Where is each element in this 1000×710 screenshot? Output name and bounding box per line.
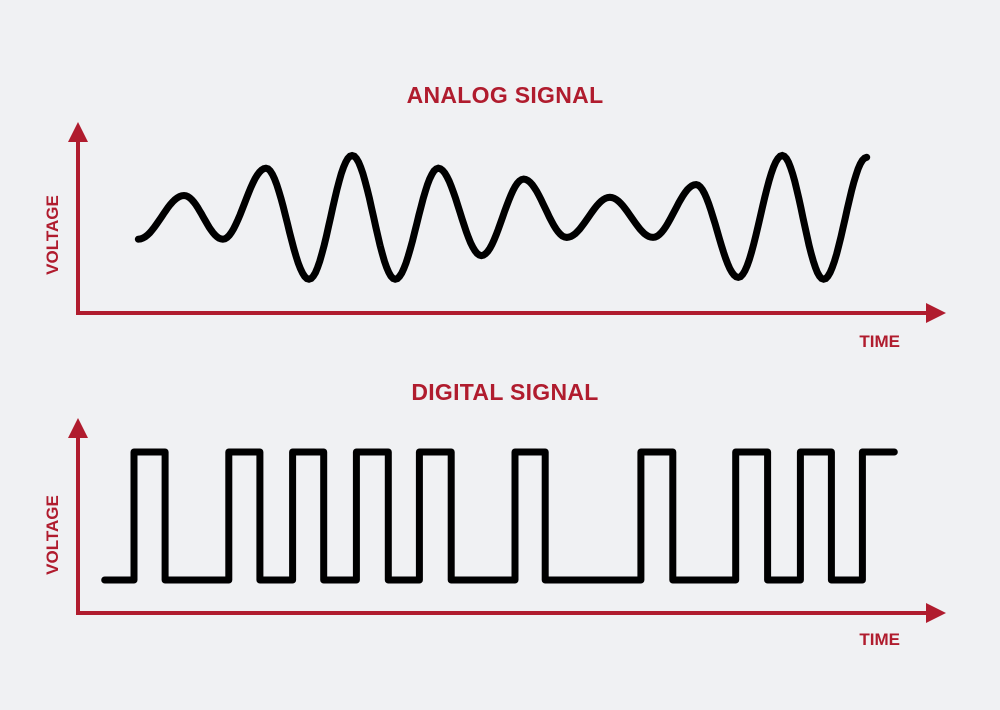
digital-waveform bbox=[101, 448, 898, 584]
digital-y-label: VOLTAGE bbox=[43, 495, 62, 575]
digital-panel: DIGITAL SIGNAL VOLTAGE TIME bbox=[43, 379, 946, 649]
digital-title: DIGITAL SIGNAL bbox=[411, 379, 598, 405]
analog-waveform bbox=[134, 151, 871, 283]
analog-panel: ANALOG SIGNAL VOLTAGE TIME bbox=[43, 82, 946, 351]
analog-y-label: VOLTAGE bbox=[43, 195, 62, 275]
analog-title: ANALOG SIGNAL bbox=[407, 82, 604, 108]
analog-x-label: TIME bbox=[859, 332, 900, 351]
digital-x-label: TIME bbox=[859, 630, 900, 649]
